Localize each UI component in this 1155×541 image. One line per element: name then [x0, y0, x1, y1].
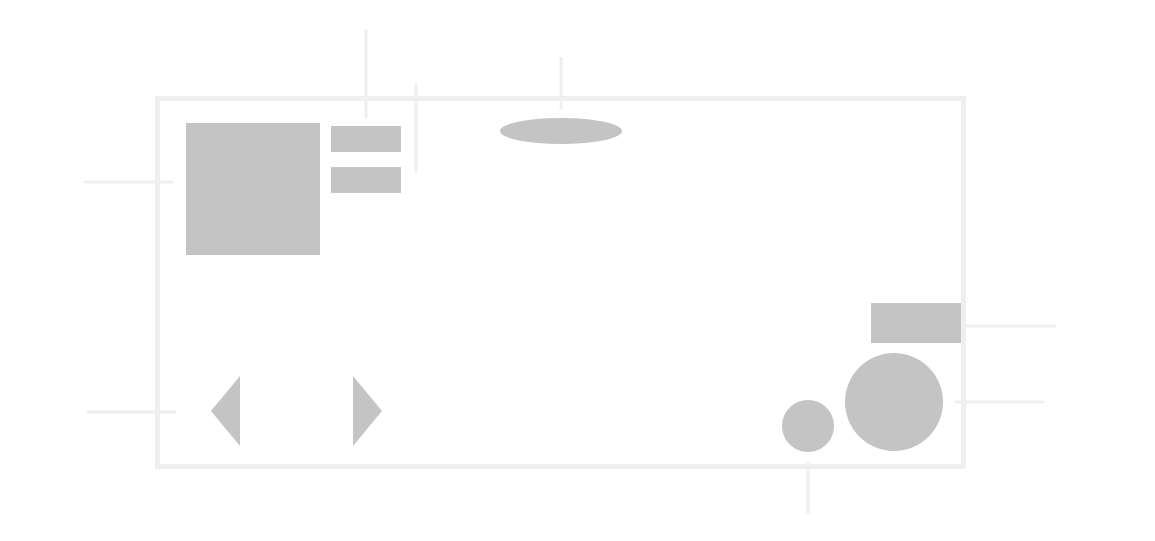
text-line-bottom-placeholder: [331, 167, 401, 193]
chevron-right-icon[interactable]: [353, 376, 382, 446]
top-center-pill: [500, 118, 622, 144]
right-button-placeholder[interactable]: [871, 303, 961, 343]
text-line-top-placeholder: [331, 126, 401, 152]
small-circle-button[interactable]: [782, 400, 834, 452]
chevron-left-icon[interactable]: [211, 376, 240, 446]
portrait-image-placeholder: [186, 123, 320, 255]
large-circle-button[interactable]: [845, 353, 943, 451]
